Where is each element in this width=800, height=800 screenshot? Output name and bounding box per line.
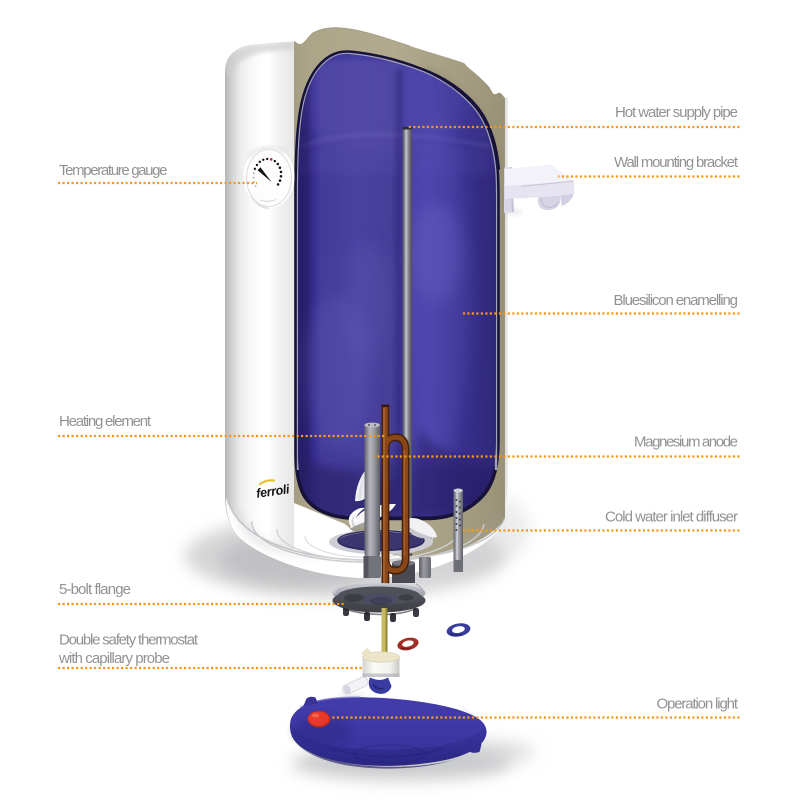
svg-text:Cold water inlet diffuser: Cold water inlet diffuser <box>605 509 738 526</box>
svg-text:5-bolt flange: 5-bolt flange <box>59 581 131 598</box>
svg-text:Hot water supply pipe: Hot water supply pipe <box>615 104 738 121</box>
svg-text:Heating element: Heating element <box>59 413 152 430</box>
svg-text:Magnesium anode: Magnesium anode <box>634 434 738 451</box>
svg-text:Operation light: Operation light <box>657 696 739 713</box>
svg-text:ferroli: ferroli <box>255 481 290 501</box>
svg-text:Bluesilicon enamelling: Bluesilicon enamelling <box>614 292 739 309</box>
svg-text:Double safety thermostat: Double safety thermostat <box>59 632 199 649</box>
svg-text:with capillary probe: with capillary probe <box>58 650 170 667</box>
svg-text:Wall mounting bracket: Wall mounting bracket <box>614 154 739 171</box>
svg-text:Temperature gauge: Temperature gauge <box>59 162 168 179</box>
